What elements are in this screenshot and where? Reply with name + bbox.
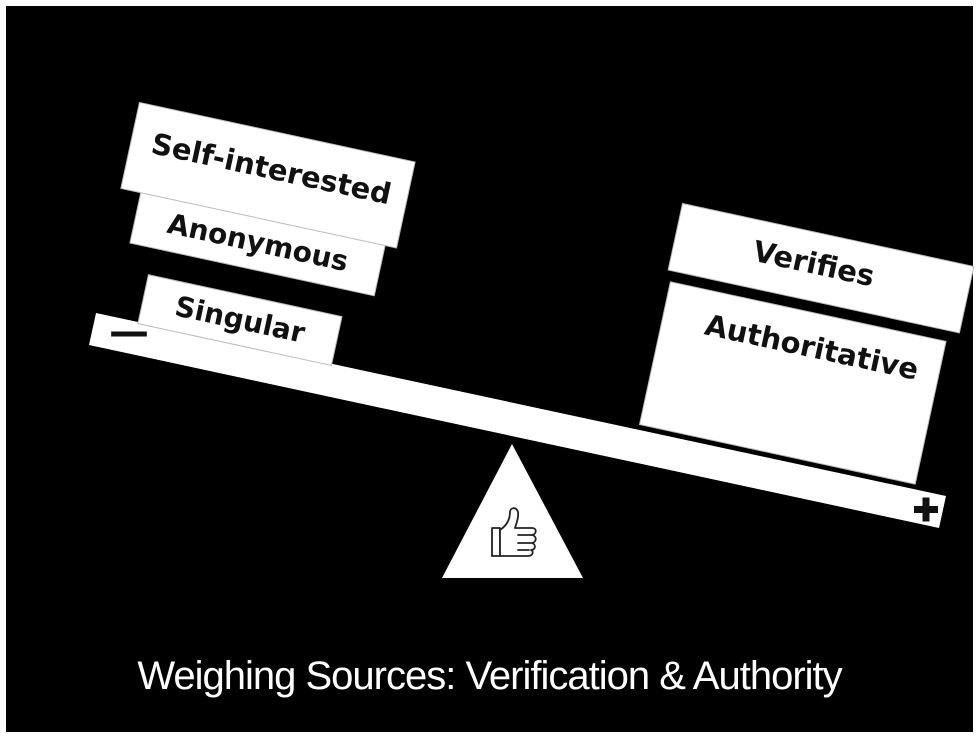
plus-sign-icon [914,497,938,522]
left-box-3 [137,274,343,367]
right-box-2 [638,281,947,485]
left-box-1 [120,101,416,249]
right-box-1 [667,202,975,334]
slide-title: Weighing Sources: Verification & Authori… [137,654,842,698]
scale-beam [89,313,946,528]
thumbs-up-icon [491,507,537,557]
